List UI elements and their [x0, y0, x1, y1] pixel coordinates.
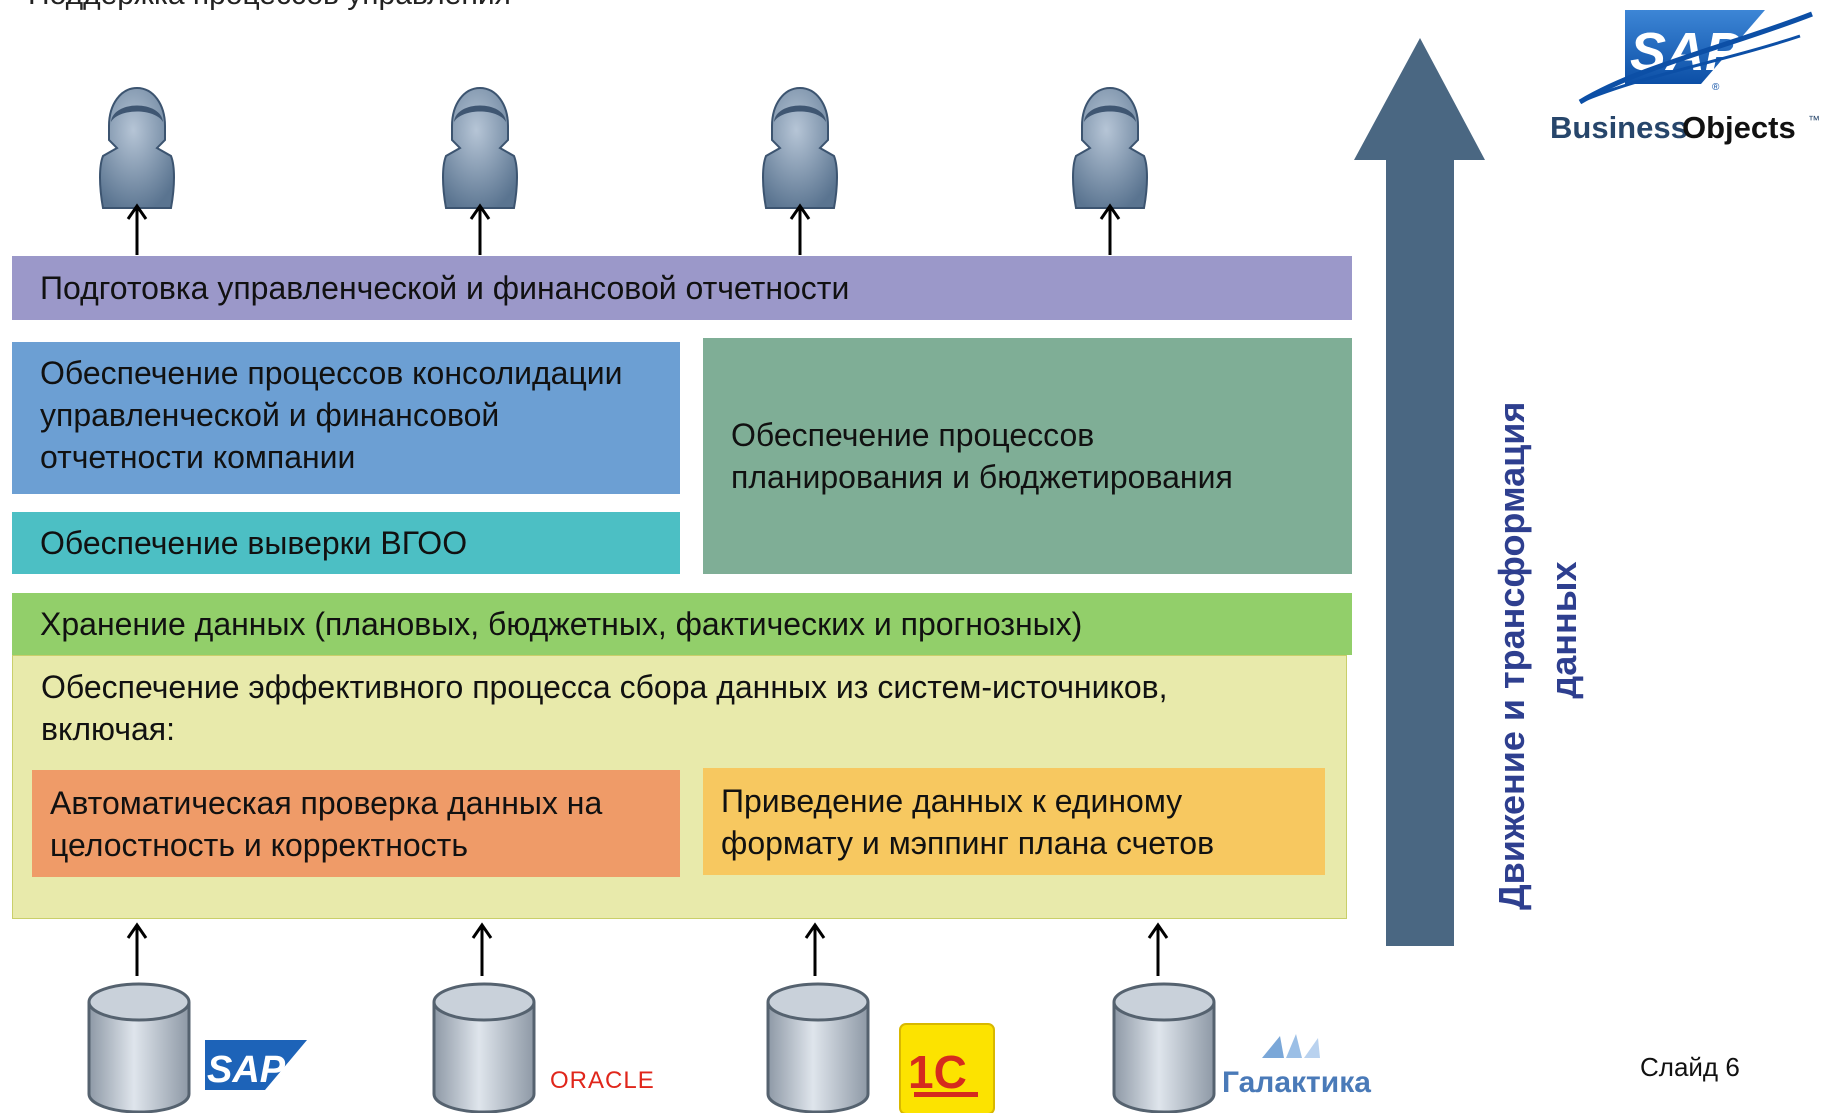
flow-label-line1: Движение и трансформация [1491, 402, 1532, 910]
sub-mapping: Приведение данных к единому формату и мэ… [703, 768, 1325, 875]
layer-reporting: Подготовка управленческой и финансовой о… [12, 256, 1352, 320]
svg-text:®: ® [1712, 82, 1720, 93]
up-arrow-icon [804, 923, 826, 978]
slide-number: Слайд 6 [1640, 1052, 1740, 1082]
svg-text:1С: 1С [908, 1046, 967, 1098]
layer-planning-label: Обеспечение процессов планирования и бюд… [731, 416, 1233, 495]
sub-mapping-label: Приведение данных к единому формату и мэ… [721, 783, 1215, 862]
layer-reconciliation: Обеспечение выверки ВГОО [12, 512, 680, 574]
layer-reconciliation-label: Обеспечение выверки ВГОО [40, 524, 468, 561]
svg-text:Objects: Objects [1682, 110, 1796, 145]
svg-text:Business: Business [1550, 110, 1688, 145]
flow-label-line2: данных [1543, 561, 1584, 698]
sub-validation-label: Автоматическая проверка данных на целост… [50, 785, 603, 864]
layer-storage: Хранение данных (плановых, бюджетных, фа… [12, 593, 1352, 655]
onec-vendor-logo: 1С [899, 1023, 995, 1115]
layer-storage-label: Хранение данных (плановых, бюджетных, фа… [40, 605, 1083, 642]
database-icon [1112, 982, 1216, 1114]
flow-arrow [1350, 36, 1490, 950]
layer-collection-label: Обеспечение эффективного процесса сбора … [41, 669, 1168, 748]
svg-text:Галактика: Галактика [1222, 1066, 1371, 1099]
up-arrow-icon [471, 923, 493, 978]
svg-text:™: ™ [1808, 113, 1820, 127]
database-icon [87, 982, 191, 1114]
user-icon [762, 87, 838, 209]
cut-top-text: Поддержка процессов управления [28, 0, 511, 12]
up-arrow-icon [1147, 923, 1169, 978]
users-row [0, 80, 1180, 260]
up-arrow-icon [469, 204, 491, 257]
user-icon [442, 87, 518, 209]
sub-validation: Автоматическая проверка данных на целост… [32, 770, 680, 877]
galaktika-vendor-logo: Галактика [1222, 1034, 1371, 1099]
layer-reporting-label: Подготовка управленческой и финансовой о… [40, 269, 850, 306]
up-arrow-icon [126, 923, 148, 978]
up-arrow-icon [126, 204, 148, 257]
flow-label: Движение и трансформация данных [1480, 230, 1600, 920]
database-icon [432, 982, 536, 1114]
layer-consolidation: Обеспечение процессов консолидации управ… [12, 342, 680, 494]
database-icon [766, 982, 870, 1114]
sources-row: SAP ORACLE 1С Галактика [0, 920, 1480, 1115]
layer-planning: Обеспечение процессов планирования и бюд… [703, 338, 1352, 574]
sap-business-objects-logo: SAP ® Business Objects ™ [1550, 6, 1820, 146]
svg-text:SAP: SAP [207, 1049, 286, 1091]
user-icon [1072, 87, 1148, 209]
oracle-vendor-logo: ORACLE [550, 1067, 655, 1094]
up-arrow-icon [789, 204, 811, 257]
sap-vendor-logo: SAP [205, 1040, 307, 1091]
layer-consolidation-label: Обеспечение процессов консолидации управ… [40, 355, 623, 476]
up-arrow-icon [1099, 204, 1121, 257]
user-icon [99, 87, 175, 209]
